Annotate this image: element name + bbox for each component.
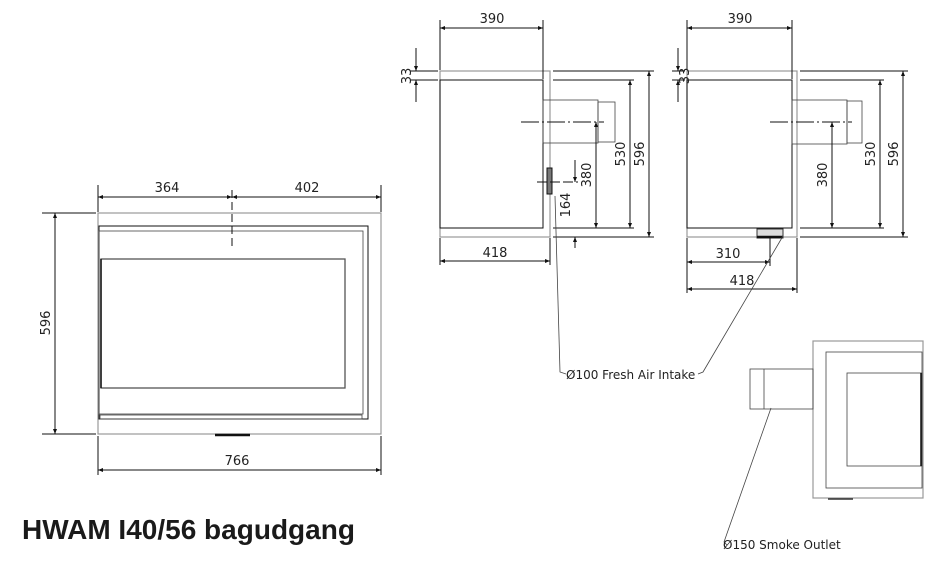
front-outer-frame <box>97 212 382 435</box>
top-view <box>749 340 924 500</box>
side1-outer <box>439 70 551 238</box>
fresh-air-intake-label: Ø100 Fresh Air Intake <box>566 368 695 382</box>
front-bottom-grille <box>99 414 363 420</box>
side1-dim-33: 33 <box>400 68 415 85</box>
side2-flue-collar <box>846 100 863 144</box>
side-view-2: 390 33 380 530 596 310 418 <box>672 12 908 293</box>
side1-dim-390: 390 <box>480 12 505 27</box>
smoke-outlet-label: Ø150 Smoke Outlet <box>723 538 841 552</box>
drawing-title: HWAM I40/56 bagudgang <box>22 514 355 545</box>
side2-body <box>686 79 793 229</box>
callouts: Ø100 Fresh Air Intake Ø150 Smoke Outlet <box>554 195 841 552</box>
front-door <box>98 230 364 415</box>
side2-dim-390: 390 <box>728 12 753 27</box>
top-outer <box>812 340 924 499</box>
side2-dim-310: 310 <box>716 247 741 262</box>
side1-body <box>439 79 544 229</box>
side1-dim-530: 530 <box>614 142 629 167</box>
top-frame <box>825 351 923 489</box>
front-inner-frame <box>98 225 369 420</box>
side2-outer <box>686 70 798 238</box>
side2-dim-33: 33 <box>678 68 693 85</box>
side2-dim-380: 380 <box>816 163 831 188</box>
dim-766: 766 <box>225 454 250 469</box>
side1-dim-164: 164 <box>559 193 574 218</box>
dim-596-front: 596 <box>39 311 54 336</box>
side1-dim-596: 596 <box>633 142 648 167</box>
top-flue <box>749 368 814 410</box>
side1-dim-418: 418 <box>483 246 508 261</box>
side1-flue-collar <box>597 101 616 143</box>
side2-dim-596: 596 <box>887 142 902 167</box>
front-glass <box>100 258 346 389</box>
front-view: 364 402 596 766 <box>39 181 382 475</box>
top-glass <box>846 372 923 467</box>
side2-dim-418: 418 <box>730 274 755 289</box>
dim-364: 364 <box>155 181 180 196</box>
side2-dim-530: 530 <box>864 142 879 167</box>
dim-402: 402 <box>295 181 320 196</box>
side1-dim-380: 380 <box>580 163 595 188</box>
side1-air-intake <box>546 167 553 195</box>
side-view-1: 390 33 380 530 596 164 418 <box>400 12 654 265</box>
